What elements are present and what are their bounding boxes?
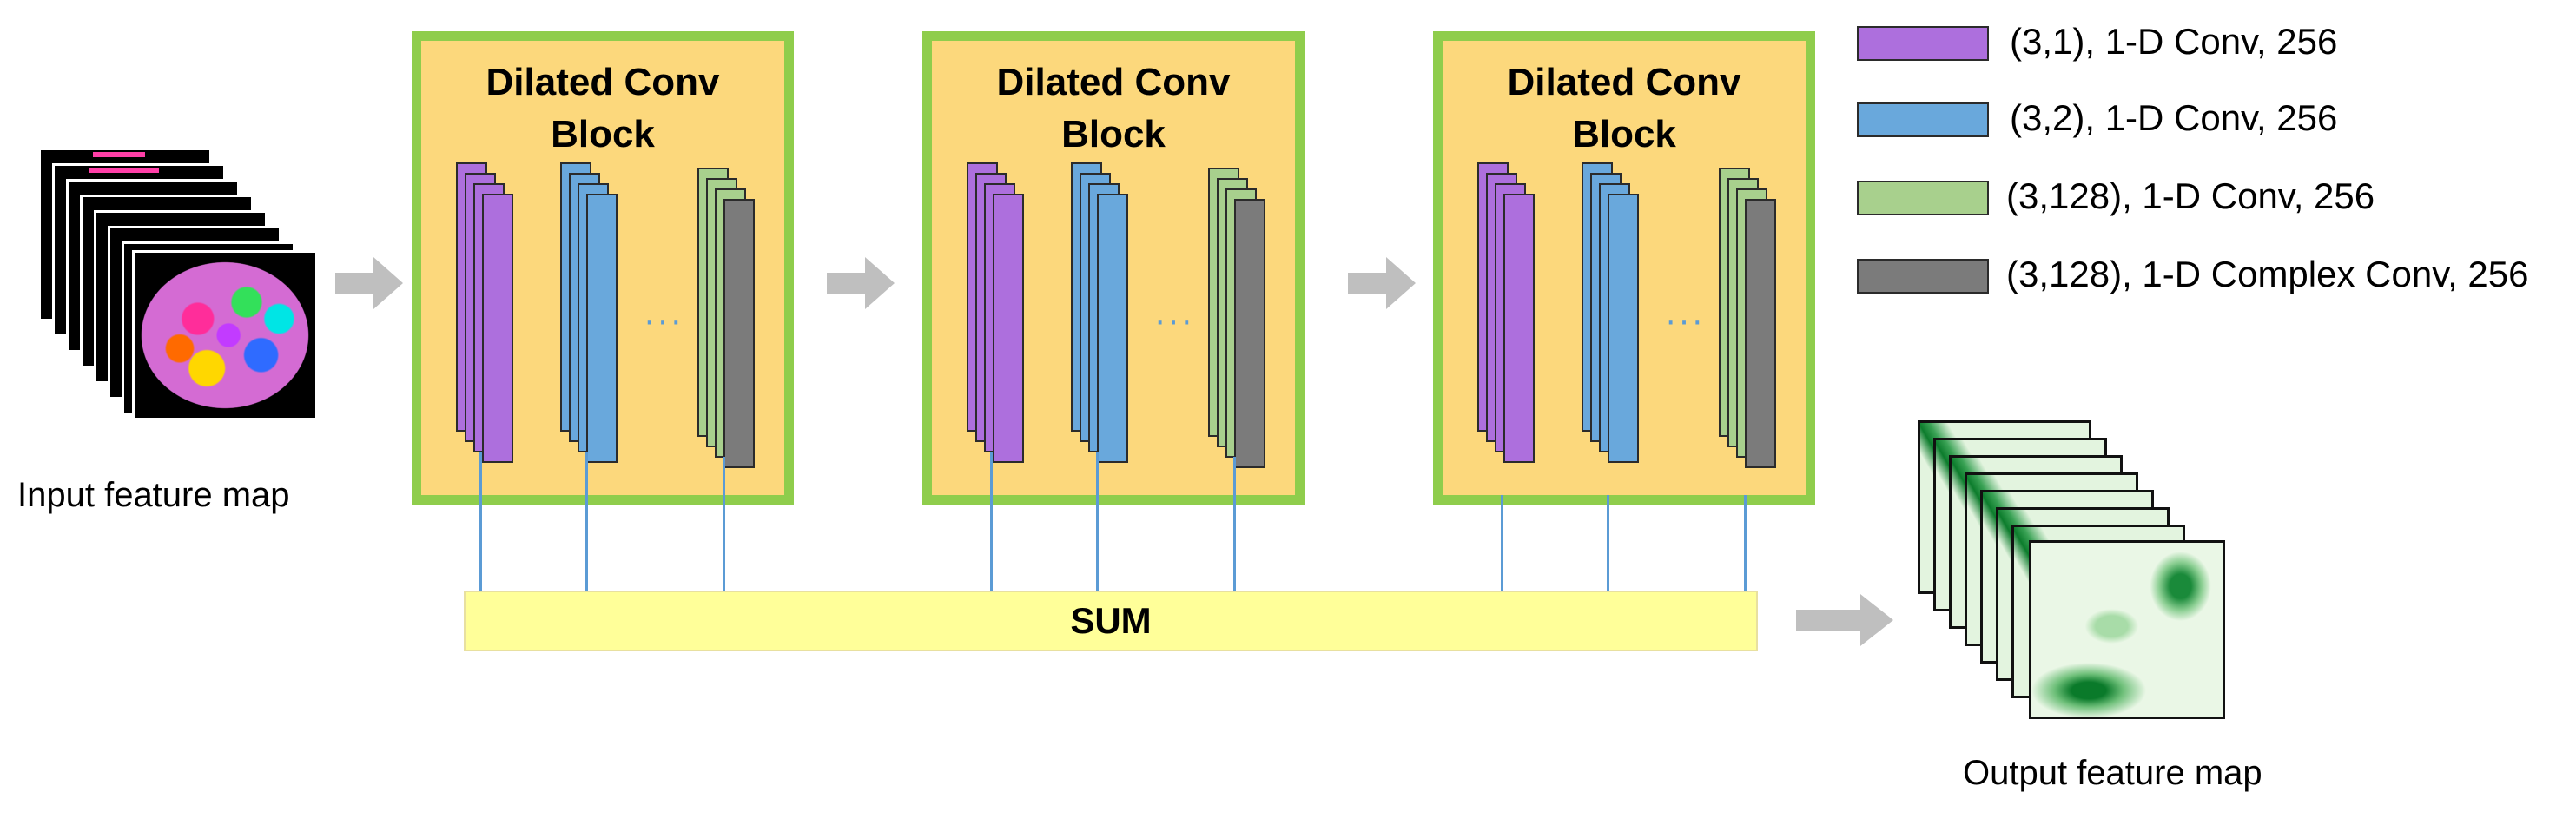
legend-text: (3,128), 1-D Complex Conv, 256 <box>2006 254 2529 294</box>
connector-line <box>990 452 993 591</box>
ellipsis: ··· <box>1154 301 1194 340</box>
conv-bar-gray <box>723 199 755 468</box>
connector-line <box>1096 452 1099 591</box>
dilated-conv-block-1: Dilated Conv Block ··· <box>412 31 794 505</box>
output-map-front <box>2029 540 2225 719</box>
ellipsis: ··· <box>1665 301 1705 340</box>
block-title-line1: Dilated Conv <box>1507 61 1741 103</box>
legend-swatch-gray <box>1857 259 1989 294</box>
conv-bar-blue <box>1097 194 1128 463</box>
conv-bar-purple <box>1503 194 1535 463</box>
block-title: Dilated Conv Block <box>421 56 784 161</box>
arrow-right-icon <box>1796 594 1893 646</box>
legend-text: (3,128), 1-D Conv, 256 <box>2006 175 2375 216</box>
block-title: Dilated Conv Block <box>932 56 1295 161</box>
conv-bar-gray <box>1745 199 1776 468</box>
conv-bar-purple <box>482 194 513 463</box>
input-map-front <box>132 250 318 420</box>
legend-text: (3,2), 1-D Conv, 256 <box>2010 97 2338 138</box>
block-title-line2: Block <box>1572 113 1676 155</box>
dilated-conv-block-3: Dilated Conv Block ··· <box>1433 31 1815 505</box>
arrow-right-icon <box>335 257 403 309</box>
arrow-right-icon <box>1348 257 1416 309</box>
connector-line <box>479 452 482 591</box>
connector-line <box>723 457 725 591</box>
block-title-line1: Dilated Conv <box>485 61 720 103</box>
connector-line <box>1501 495 1503 591</box>
output-feature-map-label: Output feature map <box>1963 754 2262 792</box>
ellipsis: ··· <box>644 301 684 340</box>
connector-line <box>1607 495 1609 591</box>
legend-text: (3,1), 1-D Conv, 256 <box>2010 21 2338 62</box>
legend-swatch-purple <box>1857 26 1989 61</box>
connector-line <box>585 452 588 591</box>
block-title-line1: Dilated Conv <box>996 61 1231 103</box>
conv-bar-blue <box>586 194 618 463</box>
conv-bar-blue <box>1608 194 1639 463</box>
arrow-right-icon <box>827 257 895 309</box>
input-feature-map-label: Input feature map <box>17 476 290 514</box>
block-title-line2: Block <box>551 113 655 155</box>
conv-bar-purple <box>993 194 1024 463</box>
legend-swatch-green <box>1857 181 1989 215</box>
legend-swatch-blue <box>1857 102 1989 137</box>
connector-line <box>1744 495 1747 591</box>
conv-bar-gray <box>1234 199 1265 468</box>
connector-line <box>1233 457 1236 591</box>
dilated-conv-block-2: Dilated Conv Block ··· <box>922 31 1305 505</box>
sum-bar: SUM <box>464 591 1758 651</box>
block-title-line2: Block <box>1061 113 1166 155</box>
block-title: Dilated Conv Block <box>1443 56 1806 161</box>
